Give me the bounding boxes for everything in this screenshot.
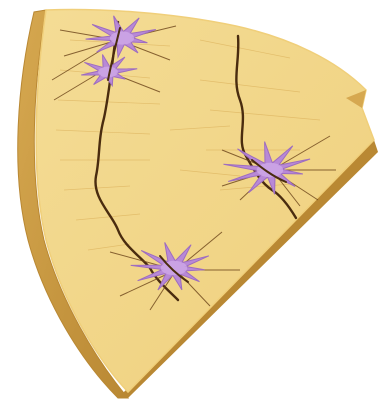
fungal-growth-right-core: [257, 163, 283, 177]
fungal-growth-top-core: [110, 31, 134, 44]
